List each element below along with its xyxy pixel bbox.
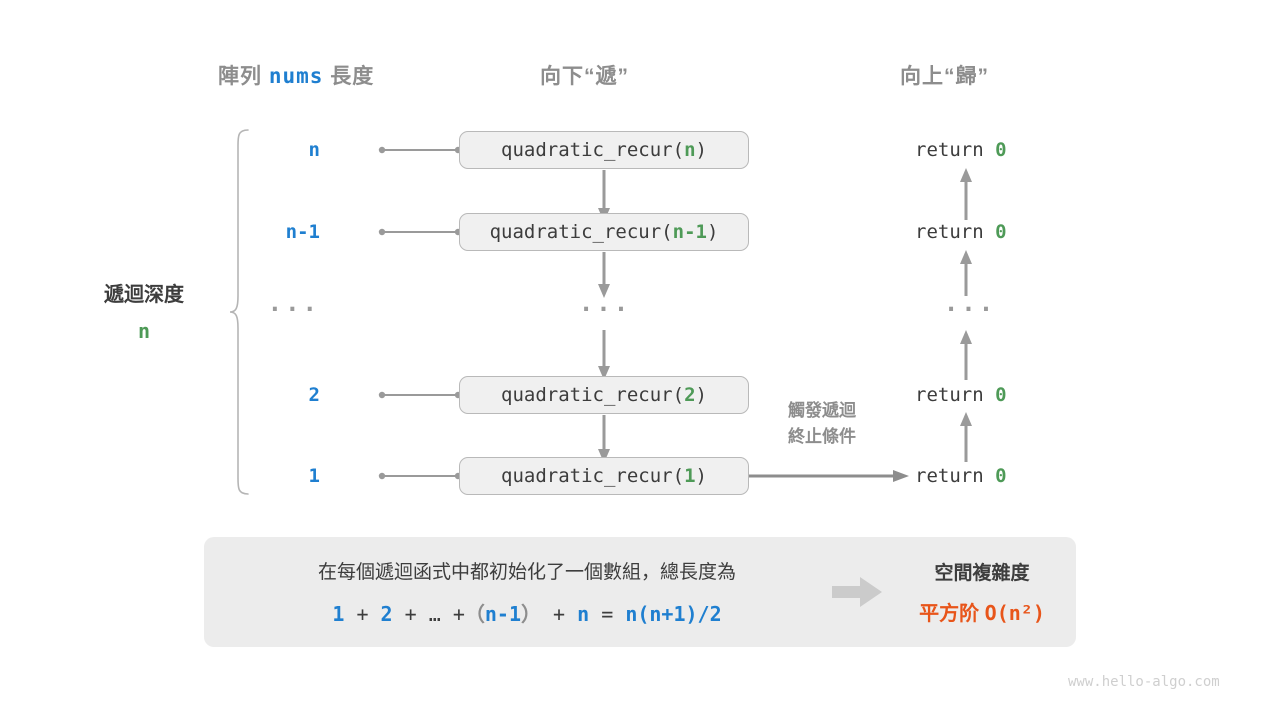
- eq-op-1: +: [356, 602, 369, 626]
- eq-term-1: 1: [332, 602, 345, 626]
- call-box-text-row-1: quadratic_recur(: [501, 139, 685, 161]
- header-array-suffix: 長度: [323, 65, 375, 88]
- call-box-text-row-2: quadratic_recur(: [489, 221, 673, 243]
- return-row-2: return 0: [915, 221, 1007, 243]
- return-keyword-row-1: return: [915, 139, 996, 161]
- call-box-arg-row-2: n-1: [672, 221, 707, 243]
- watermark: www.hello-algo.com: [1068, 674, 1220, 690]
- eq-rparen: ）: [520, 602, 541, 626]
- column-header-descend: 向下“遞”: [540, 65, 629, 88]
- recursion-depth-annotation: 遞迴深度 n: [60, 278, 228, 343]
- base-case-return-arrow: [749, 470, 909, 482]
- call-box-suffix-row-5: ): [695, 465, 707, 487]
- call-box-suffix-row-2: ): [706, 221, 719, 243]
- return-value-row-5: 0: [995, 465, 1007, 487]
- call-box-row-5[interactable]: quadratic_recur(1): [459, 457, 749, 495]
- connector-line-row-5: [378, 472, 462, 480]
- array-length-row-1: n: [308, 139, 320, 161]
- call-box-suffix-row-4: ): [695, 384, 707, 406]
- eq-ellipsis: …: [428, 602, 441, 626]
- summary-left-block: 在每個遞迴函式中都初始化了一個數組，總長度為 1 + 2 + … +（n-1） …: [204, 557, 822, 627]
- header-array-prefix: 陣列: [218, 65, 269, 88]
- call-box-text-row-4: quadratic_recur(: [501, 384, 685, 406]
- terminate-note-line-2: 終止條件: [788, 426, 856, 446]
- recursion-depth-label: 遞迴深度: [104, 284, 184, 306]
- eq-equals: =: [601, 602, 614, 626]
- connector-line-row-2: [378, 228, 462, 236]
- call-box-text-row-5: quadratic_recur(: [501, 465, 685, 487]
- call-box-row-4[interactable]: quadratic_recur(2): [459, 376, 749, 414]
- complexity-big-o: O(n²): [984, 601, 1045, 625]
- complexity-order-label: 平方阶: [919, 603, 985, 625]
- depth-curly-brace: [229, 129, 249, 495]
- terminate-note-line-1: 觸發遞迴: [788, 401, 856, 420]
- eq-lparen: （: [464, 602, 485, 626]
- return-row-ellipsis: ···: [943, 295, 997, 323]
- eq-op-3: +: [452, 602, 465, 626]
- call-box-arg-row-1: n: [684, 139, 696, 161]
- descend-arrow-4: [598, 415, 610, 463]
- call-box-arg-row-5: 1: [684, 465, 696, 487]
- call-box-row-1[interactable]: quadratic_recur(n): [459, 131, 749, 169]
- connector-line-row-4: [378, 391, 462, 399]
- eq-term-3: n-1: [484, 602, 521, 626]
- summary-equation: 1 + 2 + … +（n-1） + n = n(n+1)/2: [232, 598, 822, 627]
- eq-op-2: +: [404, 602, 417, 626]
- summary-panel: 在每個遞迴函式中都初始化了一個數組，總長度為 1 + 2 + … +（n-1） …: [204, 537, 1076, 647]
- summary-right-block: 空間複雜度 平方阶 O(n²): [906, 558, 1076, 626]
- terminate-condition-note: 觸發遞迴 終止條件: [756, 398, 888, 449]
- ascend-arrow-4: [960, 412, 972, 462]
- right-arrow-icon: [832, 577, 882, 607]
- space-complexity-value: 平方阶 O(n²): [906, 597, 1058, 626]
- return-value-row-1: 0: [995, 139, 1007, 161]
- array-length-row-4: 2: [308, 384, 320, 406]
- call-box-row-2[interactable]: quadratic_recur(n-1): [459, 213, 749, 251]
- eq-result: n(n+1)/2: [625, 602, 722, 626]
- array-length-row-2: n-1: [285, 221, 320, 243]
- array-length-row-ellipsis: ···: [267, 295, 320, 323]
- eq-op-4: +: [553, 602, 566, 626]
- return-value-row-2: 0: [995, 221, 1007, 243]
- return-row-4: return 0: [915, 384, 1007, 406]
- array-length-row-5: 1: [308, 465, 320, 487]
- ascend-arrow-2: [960, 250, 972, 296]
- return-keyword-row-4: return: [915, 384, 996, 406]
- call-box-suffix-row-1: ): [695, 139, 707, 161]
- summary-description: 在每個遞迴函式中都初始化了一個數組，總長度為: [317, 562, 736, 583]
- return-keyword-row-5: return: [915, 465, 996, 487]
- call-box-arg-row-4: 2: [684, 384, 696, 406]
- ascend-arrow-1: [960, 168, 972, 220]
- call-box-row-ellipsis: ···: [578, 295, 632, 323]
- column-header-array-length: 陣列 nums 長度: [218, 60, 374, 90]
- eq-term-2: 2: [380, 602, 393, 626]
- eq-term-4: n: [577, 602, 590, 626]
- return-value-row-4: 0: [995, 384, 1007, 406]
- return-row-5: return 0: [915, 465, 1007, 487]
- header-array-code: nums: [268, 64, 324, 88]
- descend-arrow-2: [598, 252, 610, 298]
- return-keyword-row-2: return: [915, 221, 996, 243]
- recursion-depth-value: n: [137, 319, 151, 343]
- column-header-ascend: 向上“歸”: [900, 65, 989, 88]
- descend-arrow-3: [598, 330, 610, 380]
- space-complexity-title: 空間複雜度: [934, 563, 1030, 584]
- return-row-1: return 0: [915, 139, 1007, 161]
- ascend-arrow-3: [960, 330, 972, 380]
- connector-line-row-1: [378, 146, 462, 154]
